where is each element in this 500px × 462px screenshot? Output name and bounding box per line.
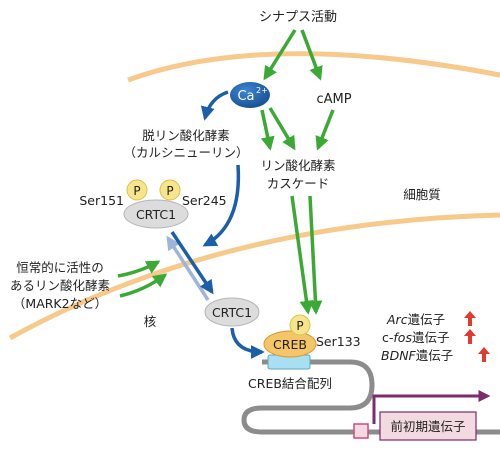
red-up-arrow-icon [464,311,476,326]
crtc1-nucleus-label: CRTC1 [212,305,252,320]
phospho-ser245-label: P [166,184,173,198]
calcium-label: Ca [237,89,254,104]
phosphatase-label-line1: 脱リン酸化酵素 [142,128,230,143]
transcription-start-arrow [372,390,491,424]
ser133-label: Ser133 [316,334,361,349]
cytoplasm-label: 細胞質 [403,187,441,202]
phospho-ser151-label: P [133,184,140,198]
arrow-ca-to-phosphatase [200,90,229,121]
crtc1-cytoplasm-node [123,199,189,229]
crtc1-cytoplasm-label: CRTC1 [136,207,176,222]
kinase-cascade-label-line2: カスケード [267,176,330,191]
arrow-ca-to-kinase-2 [268,107,296,151]
kinase-cascade-label-line1: リン酸化酵素 [260,158,335,173]
calcium-superscript: 2+ [256,86,268,95]
promoter-marker [353,423,369,439]
arrow-constitutive-kinase-1 [117,260,161,278]
arrow-kinase-to-creb-1 [290,195,314,315]
arrow-camp-to-kinase [315,109,335,151]
arrow-constitutive-kinase-2 [119,273,168,298]
phospho-ser245-badge [159,179,181,201]
immediate-early-gene-box [379,411,477,441]
arrow-crtc1-to-creb [230,327,265,359]
gene-bdnf-label: BDNF遺伝子 [381,348,453,363]
gene-cfos-label: c-fos遺伝子 [382,330,449,345]
phospho-ser151-badge [126,179,148,201]
gene-arc-label: Arc遺伝子 [386,312,445,327]
phospho-ser133-badge [289,314,311,336]
constitutive-kinase-line2: あるリン酸化酵素 [10,278,110,293]
dna-strand [241,359,500,435]
constitutive-kinase-line1: 恒常的に活性の [16,260,104,275]
constitutive-kinase-line3: （MARK2など） [13,296,107,311]
cre-binding-site-label: CREB結合配列 [248,376,332,391]
crtc1-nucleus-node [204,297,260,327]
ser151-label: Ser151 [79,193,124,208]
plasma-membrane [127,51,500,83]
camp-label: cAMP [316,92,351,107]
arrow-phosphatase-to-crtc1 [202,164,241,247]
synapse-activity-label: シナプス活動 [259,10,337,25]
calcium-main-text: Ca [237,89,254,104]
arrow-kinase-to-creb-2 [308,195,323,315]
arrow-synapse-to-ca [263,29,297,81]
arrow-ca-to-kinase-1 [260,109,275,151]
nucleus-label: 核 [144,314,157,329]
red-up-arrow-icon [478,347,490,362]
ser245-label: Ser245 [182,193,227,208]
arrow-nuclear-import [170,231,214,295]
phospho-ser133-label: P [296,319,303,333]
immediate-early-gene-label: 前初期遺伝子 [390,419,465,434]
phosphatase-label-line2: （カルシニューリン） [123,145,248,160]
nuclear-membrane [8,212,500,341]
calcium-ion-node [230,82,270,108]
red-up-arrow-icon [464,329,476,344]
arrow-synapse-to-camp [300,29,323,81]
creb-label: CREB [273,337,307,352]
creb-node [263,330,317,358]
